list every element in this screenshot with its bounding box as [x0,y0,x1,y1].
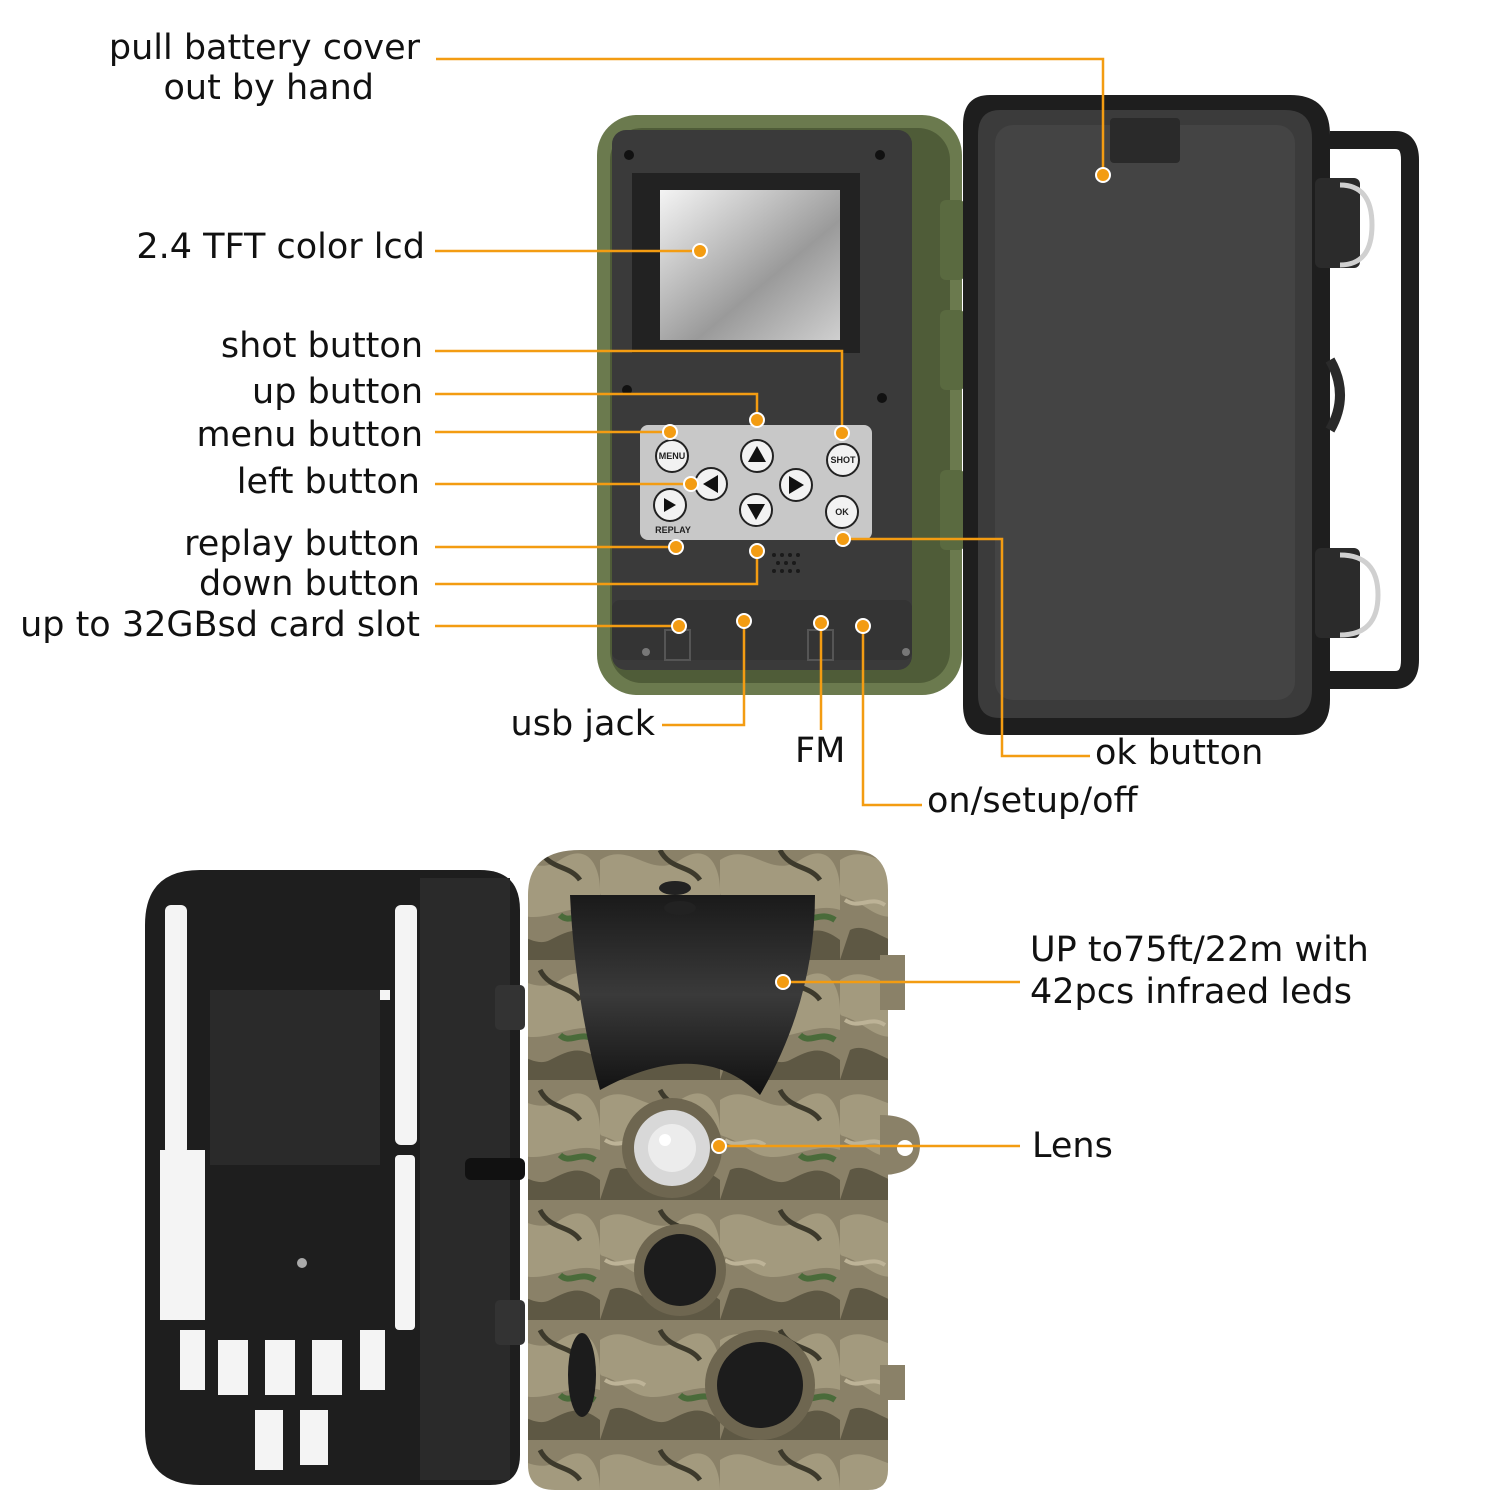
keypad-menu-label: MENU [659,451,686,461]
leader-dots [662,167,1111,1154]
label-on-setup-off: on/setup/off [927,781,1138,821]
label-usb-jack: usb jack [510,704,655,744]
infrared-led-panel [570,895,815,1095]
label-lens: Lens [1032,1126,1113,1166]
label-shot-button: shot button [220,326,423,366]
speaker-grille [772,553,800,573]
label-up-button: up button [252,372,423,412]
leader-lines [435,57,1105,1148]
keypad-shot-label: SHOT [830,455,856,465]
label-ir-leds-line2: 42pcs infraed leds [1030,972,1353,1012]
label-lcd: 2.4 TFT color lcd [136,227,425,267]
label-ir-leds-line1: UP to75ft/22m with [1030,930,1369,970]
label-left-button: left button [236,462,420,502]
label-battery-cover-line2: out by hand [163,68,374,108]
label-down-button: down button [198,564,420,604]
keypad-buttons: MENU SHOT REPLAY OK [653,439,860,535]
label-ok-button: ok button [1095,733,1264,773]
open-camera: MENU SHOT REPLAY OK [597,95,1419,735]
label-battery-cover-line1: pull battery cover [108,28,420,68]
keypad-ok-label: OK [835,507,849,517]
keypad-replay-label: REPLAY [655,525,691,535]
front-camera [145,850,920,1490]
keypad [640,425,872,540]
label-menu-button: menu button [196,415,423,455]
label-fm: FM [795,731,846,771]
label-sd-card-slot: up to 32GBsd card slot [20,605,420,645]
label-replay-button: replay button [184,524,420,564]
